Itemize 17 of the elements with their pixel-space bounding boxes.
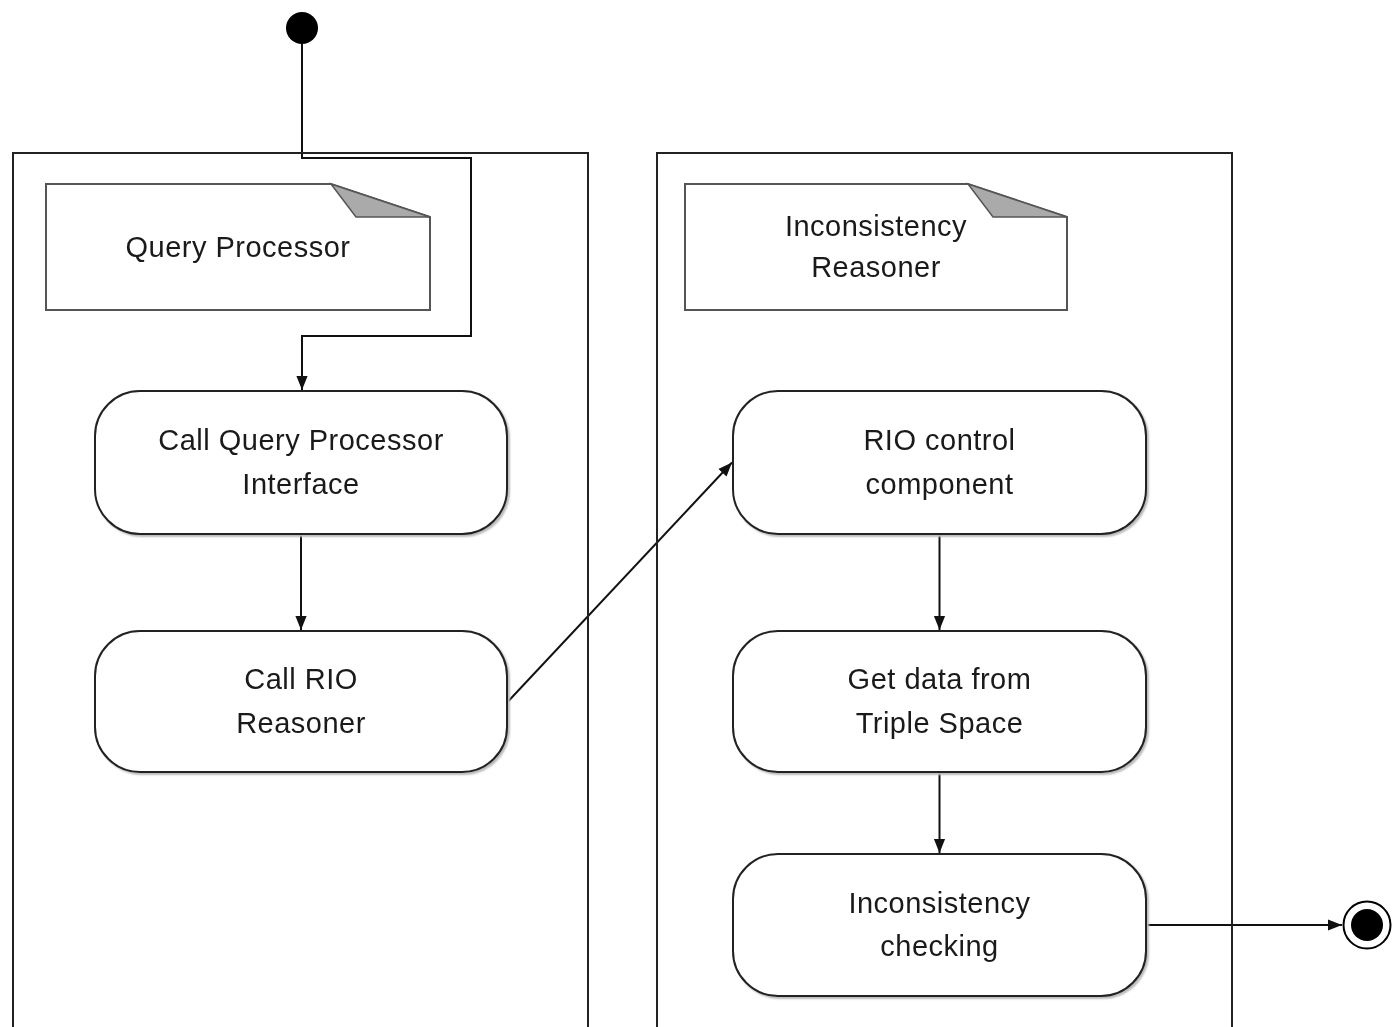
activity-box: Get data from Triple Space (732, 630, 1147, 773)
note-box: Query Processor (45, 183, 431, 311)
arrow (933, 534, 946, 631)
arrow (507, 461, 733, 703)
swimlane (12, 152, 589, 1027)
activity-box: RIO control component (732, 390, 1147, 535)
activity-box: Call Query Processor Interface (94, 390, 508, 535)
arrow (295, 534, 307, 631)
activity-box: Call RIO Reasoner (94, 630, 508, 773)
arrow (933, 772, 946, 854)
swimlane (656, 152, 1233, 1027)
arrow (296, 43, 472, 391)
end-node (1342, 900, 1392, 950)
start-node (286, 12, 318, 44)
arrow (1146, 919, 1343, 931)
activity-box: Inconsistency checking (732, 853, 1147, 997)
note-box: Inconsistency Reasoner (684, 183, 1068, 311)
